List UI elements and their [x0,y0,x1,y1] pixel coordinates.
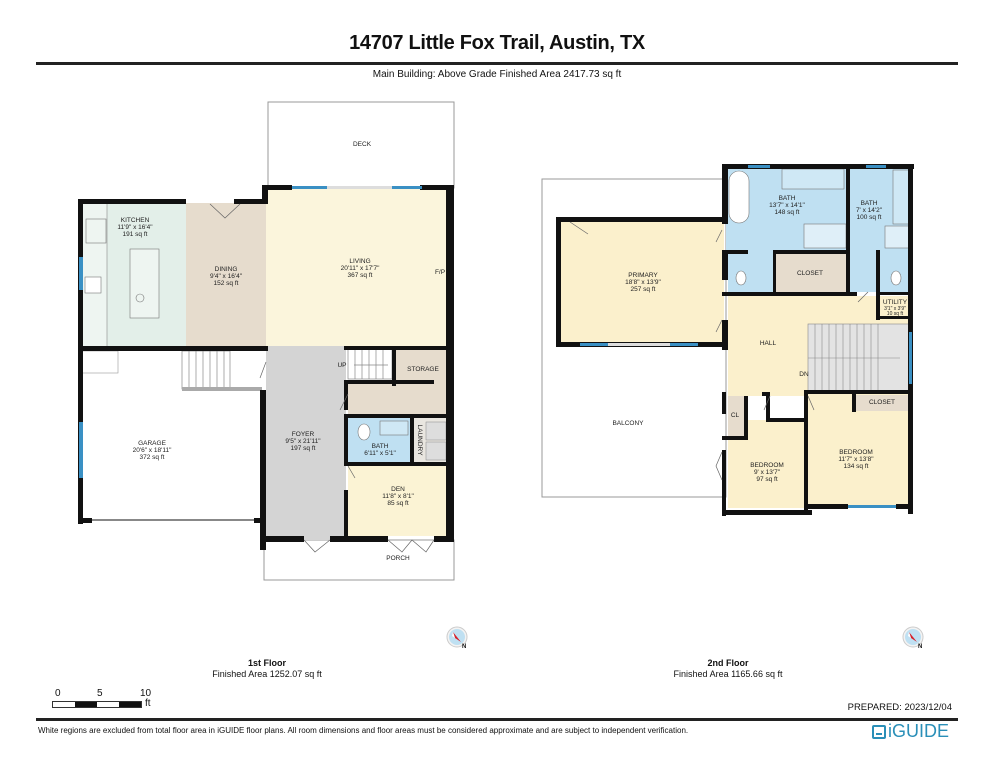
first-floor-walls [78,185,454,550]
footer-divider [36,718,958,721]
toilet-icon [890,270,902,286]
svg-text:11'7" x 13'8": 11'7" x 13'8" [838,456,874,463]
svg-text:7' x 14'2": 7' x 14'2" [856,207,883,214]
header-divider [36,62,958,65]
svg-text:85 sq ft: 85 sq ft [387,500,409,507]
garage-room [82,349,264,521]
svg-text:9'5" x 21'11": 9'5" x 21'11" [285,438,321,445]
bedroom-2 [808,394,910,508]
page-title: 14707 Little Fox Trail, Austin, TX [349,32,645,54]
svg-text:100 sq ft: 100 sq ft [857,214,882,221]
stairs-up-label: UP [337,362,346,369]
dryer-icon [425,441,447,461]
stairs-down-label: DN [799,371,809,378]
primary-bath-label: BATH [779,195,796,202]
svg-text:11'9" x 16'4": 11'9" x 16'4" [117,224,153,231]
hall-stairs [807,323,911,393]
bedroom-1-label: BEDROOM [750,462,784,469]
svg-text:3'1" x 3'9": 3'1" x 3'9" [884,306,906,312]
foyer-label: FOYER [292,431,315,438]
first-floor-windows [79,186,422,478]
svg-text:367 sq ft: 367 sq ft [348,272,373,279]
first-floor-plan: DECK KITCHEN 11'9" x 16'4" 191 sq ft DIN… [78,101,455,581]
svg-text:9' x 13'7": 9' x 13'7" [754,469,781,476]
stove-icon [84,276,102,294]
hall-label: HALL [760,340,777,347]
disclaimer-text: White regions are excluded from total fl… [38,726,689,735]
foyer-stairs [347,346,393,380]
den-label: DEN [391,486,405,493]
living-label: LIVING [349,258,370,265]
bath-label-1f: BATH [372,443,389,450]
svg-text:9'4" x 16'4": 9'4" x 16'4" [210,273,243,280]
primary-label: PRIMARY [628,272,658,279]
toilet-icon [357,423,371,441]
svg-text:10 sq ft: 10 sq ft [887,311,904,317]
toilet-icon [735,270,747,286]
svg-text:191 sq ft: 191 sq ft [123,231,148,238]
second-floor-area: Finished Area 1165.66 sq ft [673,669,783,679]
iguide-logo: iGUIDE [872,721,949,742]
closet-room [775,254,847,294]
deck-label: DECK [353,141,372,148]
svg-text:372 sq ft: 372 sq ft [140,454,165,461]
utility-label: UTILITY [883,299,908,306]
svg-text:11'8" x 8'1": 11'8" x 8'1" [382,493,414,500]
svg-text:148 sq ft: 148 sq ft [775,209,800,216]
svg-text:6'11" x 5'1": 6'11" x 5'1" [364,450,396,457]
iguide-logo-icon [872,724,886,739]
double-vanity-icon [781,168,845,190]
kitchen-label: KITCHEN [121,217,150,224]
shower-icon [803,223,847,249]
svg-text:18'8" x 13'9": 18'8" x 13'9" [625,279,661,286]
svg-text:97 sq ft: 97 sq ft [756,476,778,483]
garage-door [92,519,254,521]
second-floor-windows [580,165,912,508]
porch-area [263,539,455,581]
bedroom-2-label: BEDROOM [839,449,873,456]
svg-text:20'6" x 18'11": 20'6" x 18'11" [133,447,172,454]
garage-stairs [181,350,231,390]
second-floor-plan: PRIMARY 18'8" x 13'9" 257 sq ft BATH 13'… [541,164,914,516]
dining-label: DINING [215,266,238,273]
cl-label: CL [731,412,740,419]
primary-room [560,220,724,344]
washer-icon [425,421,447,441]
second-floor-title: 2nd Floor [707,658,749,668]
cl-closet [728,396,744,438]
living-room [266,188,450,346]
balcony-label: BALCONY [612,420,644,427]
first-floor-title: 1st Floor [247,658,286,668]
dining-room [186,203,266,349]
bathtub-icon [728,170,750,224]
fireplace-label: F/P [435,269,445,276]
first-floor-area: Finished Area 1252.07 sq ft [212,669,322,679]
total-area-subtitle: Main Building: Above Grade Finished Area… [372,69,622,80]
svg-text:197 sq ft: 197 sq ft [291,445,316,452]
svg-text:257 sq ft: 257 sq ft [631,286,656,293]
foyer-room [266,346,346,540]
bedroom-closet-label: CLOSET [869,399,895,406]
kitchen-island [129,248,160,319]
deck-area [267,101,455,189]
compass-1f-icon: N [446,626,468,650]
closet-label: CLOSET [797,270,823,277]
garage-label: GARAGE [138,440,166,447]
svg-text:134 sq ft: 134 sq ft [844,463,869,470]
compass-2f-icon: N [902,626,924,650]
svg-text:152 sq ft: 152 sq ft [214,280,239,287]
second-bath-label: BATH [861,200,878,207]
sink-icon [135,293,145,303]
den-room [348,466,450,536]
bedroom-closet [854,395,910,411]
svg-text:13'7" x 14'1": 13'7" x 14'1" [769,202,805,209]
porch-label: PORCH [386,555,410,562]
storage-label: STORAGE [407,366,439,373]
svg-text:20'11" x 17'7": 20'11" x 17'7" [341,265,380,272]
prepared-date: PREPARED: 2023/12/04 [847,702,952,713]
laundry-label: LAUNDRY [416,425,423,457]
sink-icon [379,420,409,436]
